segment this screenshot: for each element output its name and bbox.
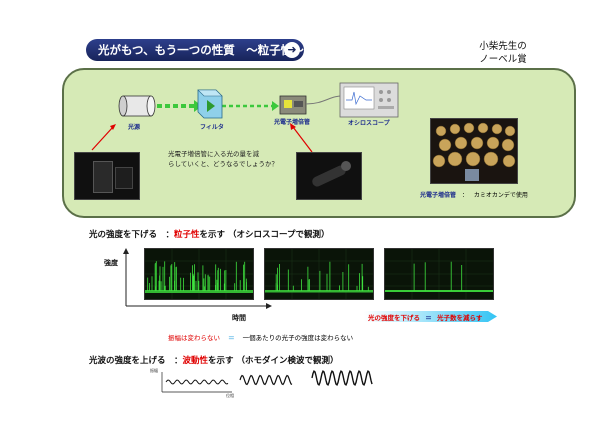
question-text: 光電子増倍管に入る光の量を減 らしていくと、どうなるでしょうか？ <box>168 149 278 169</box>
light-source-icon <box>118 95 156 117</box>
pmt-photo <box>296 152 362 200</box>
amplitude-note-equals: ＝ <box>228 334 235 342</box>
x-axis-label: 時間 <box>232 314 246 322</box>
page-title-banner: 光がもつ、もう一つの性質 〜粒子性〜 ➜ <box>86 39 304 61</box>
oscilloscope-trace-low <box>384 248 494 300</box>
particle-heading-suffix: を示す （オシロスコープで観測） <box>199 230 330 240</box>
question-line1: 光電子増倍管に入る光の量を減 <box>168 150 259 158</box>
wave-small-amplitude <box>165 379 229 385</box>
wave-y-label: 振幅 <box>150 368 158 373</box>
y-axis-label: 強度 <box>104 259 118 267</box>
kamiokande-caption-colon: ： <box>461 192 468 199</box>
light-source-label: 光源 <box>128 124 141 131</box>
gradient-arrow-shape <box>364 311 497 322</box>
kamiokande-tubes-image <box>431 119 517 183</box>
arrow-right-icon[interactable]: ➜ <box>284 42 300 58</box>
filter-icon <box>197 89 223 119</box>
particle-heading-highlight: 粒子性 <box>174 230 200 240</box>
wave-heading-highlight: 波動性 <box>182 356 209 366</box>
oscilloscope-icon <box>339 82 399 118</box>
amplitude-note-left: 振幅は変わらない <box>168 334 220 342</box>
pointer-arrow-pmt <box>292 126 313 153</box>
amplitude-note-right: 一個あたりの光子の強度は変わらない <box>242 334 354 342</box>
reduce-intensity-equals: ＝ <box>425 314 432 322</box>
kamiokande-photo <box>430 118 518 184</box>
nobel-caption-line2: ノーベル賞 <box>479 54 527 65</box>
x-axis-arrowhead <box>266 303 272 309</box>
oscilloscope-trace-medium <box>264 248 374 300</box>
kamiokande-caption: 光電子増倍管 ： カミオカンデで使用 <box>420 190 528 199</box>
particle-heading-prefix: 光の強度を下げる ： <box>89 230 175 240</box>
pointer-arrow-light-source <box>91 126 114 151</box>
reduce-intensity-part1: 光の強度を下げる <box>368 314 420 322</box>
question-line2: らしていくと、どうなるでしょうか？ <box>168 160 279 168</box>
wave-heading: 光波の強度を上げる ：波動性を示す （ホモダイン検波で観測） <box>89 354 339 366</box>
kamiokande-caption-label: 光電子増倍管 <box>420 192 457 199</box>
pmt-label: 光電子増倍管 <box>274 119 311 126</box>
wave-medium-amplitude <box>239 374 293 386</box>
filter-label: フィルタ <box>200 124 224 131</box>
y-axis-arrowhead <box>123 248 129 254</box>
nobel-caption-line1: 小柴先生の <box>479 41 527 52</box>
kamiokande-caption-note: カミオカンデで使用 <box>473 192 528 199</box>
nobel-caption: 小柴先生の ノーベル賞 <box>448 40 558 66</box>
wave-heading-prefix: 光波の強度を上げる ： <box>89 356 183 366</box>
particle-heading: 光の強度を下げる ：粒子性を示す （オシロスコープで観測） <box>89 228 329 240</box>
wave-heading-suffix: を示す （ホモダイン検波で観測） <box>208 356 339 366</box>
beam-arrowhead-2 <box>272 101 279 111</box>
reduce-intensity-text: 光の強度を下げる ＝ 光子数を減らす <box>368 312 482 322</box>
reduce-intensity-part2: 光子数を減らす <box>437 314 483 322</box>
page-title: 光がもつ、もう一つの性質 〜粒子性〜 <box>98 43 304 57</box>
oscilloscope-trace-high <box>144 248 254 300</box>
amplitude-note: 振幅は変わらない ＝ 一個あたりの光子の強度は変わらない <box>168 332 353 342</box>
photomultiplier-icon <box>279 95 307 115</box>
oscilloscope-label: オシロスコープ <box>348 120 390 127</box>
wave-x-label: 位相 <box>226 393 234 398</box>
wave-large-amplitude <box>311 369 373 387</box>
reduce-intensity-arrow: 光の強度を下げる ＝ 光子数を減らす <box>364 310 498 323</box>
light-source-photo <box>74 152 140 200</box>
